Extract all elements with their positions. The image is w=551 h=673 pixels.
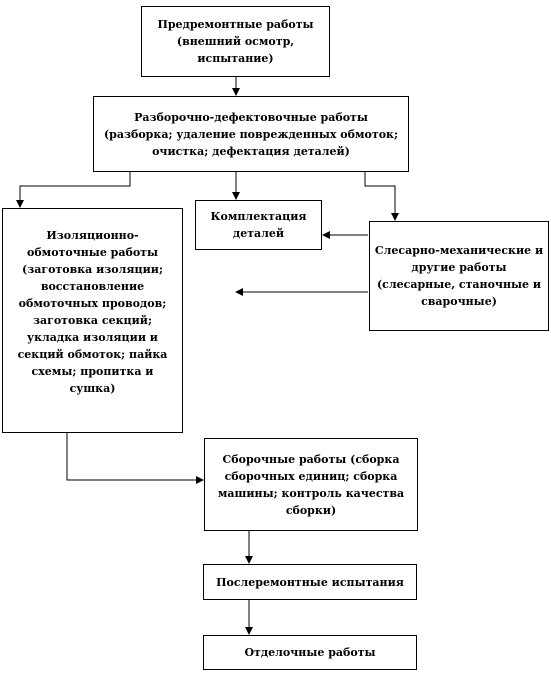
box-mechanical-works-label: Слесарно-механические и другие работы (с… — [374, 244, 544, 308]
box-insulation-winding-works-label: Изоляционно-обмоточные работы (заготовка… — [17, 229, 168, 395]
box-parts-kitting: Комплектация деталей — [195, 200, 322, 250]
box-pre-repair-works: Предремонтные работы (внешний осмотр, ис… — [141, 6, 330, 77]
arrow-insulation-to-assembly — [66, 433, 204, 484]
box-pre-repair-works-label: Предремонтные работы (внешний осмотр, ис… — [157, 18, 314, 65]
arrow-disassembly-to-mechanical — [364, 172, 399, 221]
box-post-repair-tests: Послеремонтные испытания — [203, 564, 417, 600]
box-disassembly-defect-works: Разборочно-дефектовочные работы (разборк… — [93, 96, 409, 172]
box-assembly-works-label: Сборочные работы (сборка сборочных едини… — [217, 452, 405, 517]
box-disassembly-defect-works-label: Разборочно-дефектовочные работы (разборк… — [103, 110, 399, 158]
box-parts-kitting-label: Комплектация деталей — [210, 210, 307, 240]
box-mechanical-works: Слесарно-механические и другие работы (с… — [369, 221, 549, 331]
arrow-disassembly-to-insulation — [16, 172, 131, 208]
box-post-repair-tests-label: Послеремонтные испытания — [216, 575, 404, 589]
box-finishing-works: Отделочные работы — [203, 635, 417, 670]
box-assembly-works: Сборочные работы (сборка сборочных едини… — [204, 438, 418, 531]
box-finishing-works-label: Отделочные работы — [244, 646, 376, 659]
box-insulation-winding-works: Изоляционно-обмоточные работы (заготовка… — [2, 208, 183, 433]
